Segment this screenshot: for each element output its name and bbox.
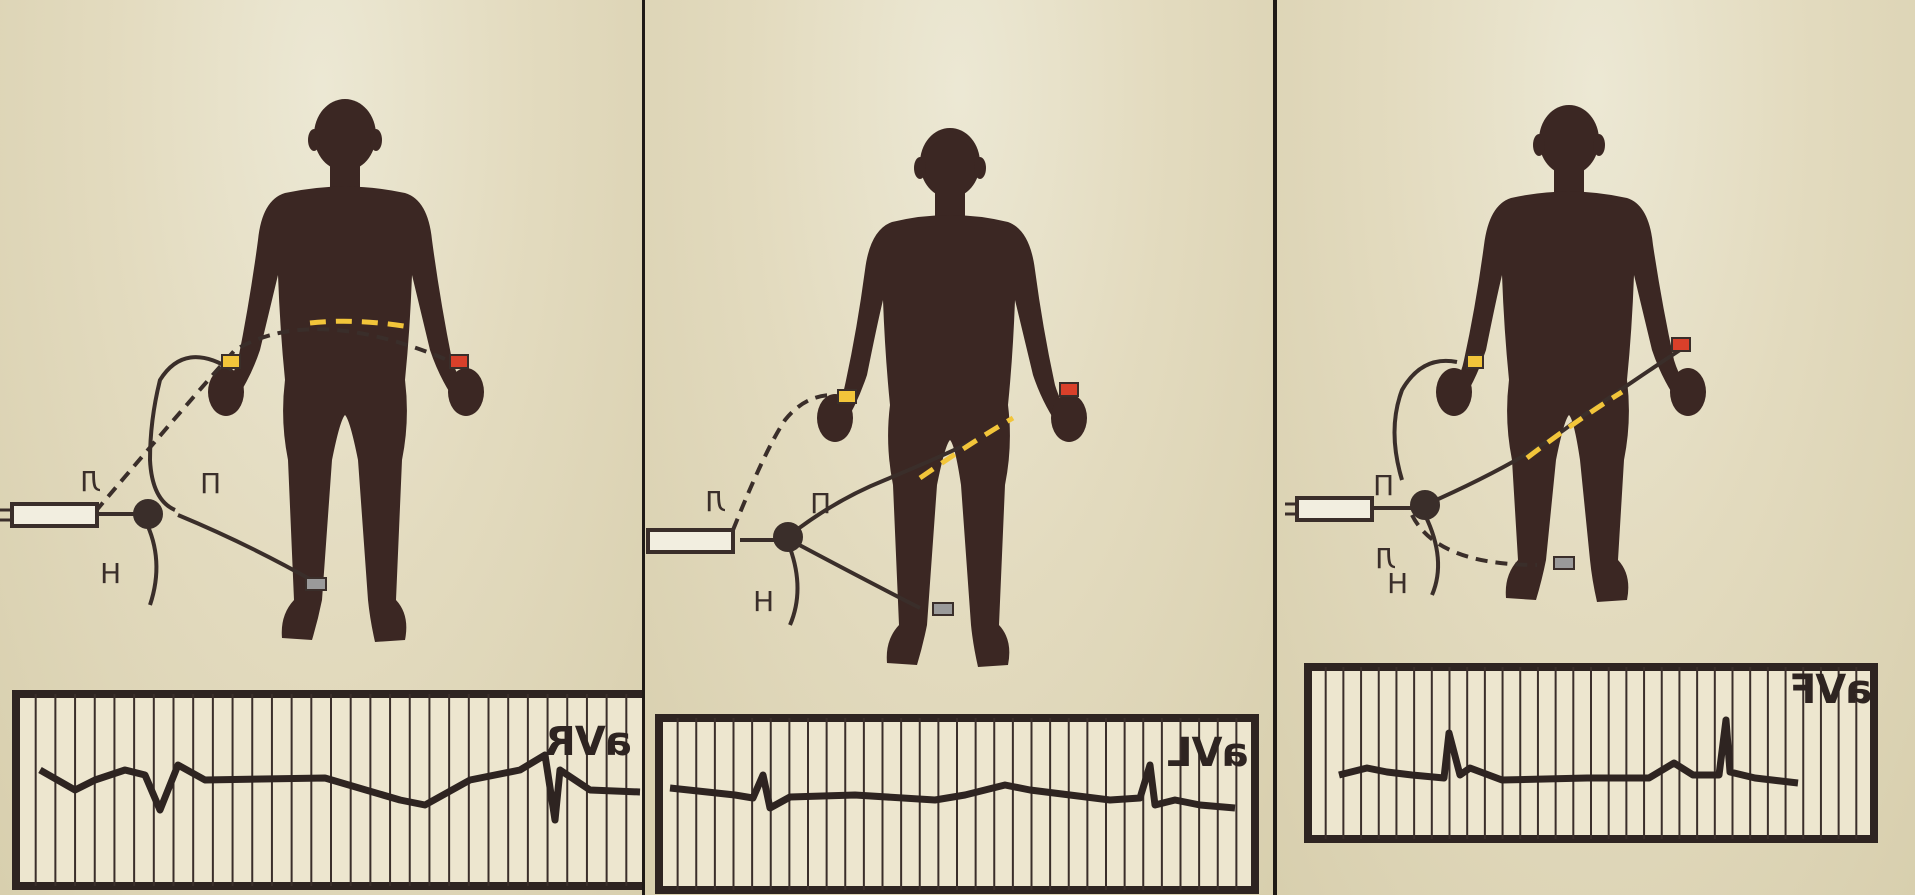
wire-letter-right: П (810, 490, 831, 518)
wire-letter-right: П (1373, 472, 1394, 500)
right-wrist-electrode (222, 355, 240, 368)
junction-node (1411, 491, 1439, 519)
left-wrist-electrode (1060, 383, 1078, 396)
connector-plug (648, 530, 733, 552)
avf-figure (1277, 0, 1915, 895)
lead-label-avf: aVF (1790, 670, 1872, 710)
connector-plug (1285, 498, 1372, 520)
wires (95, 329, 470, 605)
body-silhouette (817, 128, 1087, 667)
connector-plug (0, 504, 97, 526)
junction-node (134, 500, 162, 528)
junction-node (774, 523, 802, 551)
panel-avf: aVF П Л Н (1277, 0, 1915, 895)
wire-letter-foot: Н (753, 588, 774, 616)
body-silhouette (1436, 105, 1706, 602)
left-wrist-electrode (450, 355, 468, 368)
wire-letter-foot: Н (100, 560, 121, 588)
ground-wire (145, 520, 156, 605)
panel-avl: aVL Л П Н (645, 0, 1273, 895)
panel-avr: aVR Л П Н (0, 0, 642, 895)
ankle-electrode (1554, 557, 1574, 569)
wire-letter-left: Л (80, 468, 101, 496)
wire-letter-foot: Н (1387, 570, 1408, 598)
ground-wire (790, 548, 798, 625)
wire-letter-right: П (200, 470, 221, 498)
right-wrist-electrode (838, 390, 856, 403)
wire-letter-left: Л (705, 488, 726, 516)
left-wrist-electrode (1672, 338, 1690, 351)
ecg-strip-avl (659, 718, 1255, 890)
panel-seam (1273, 0, 1277, 895)
right-wrist-electrode (1467, 355, 1483, 368)
panel-seam (642, 0, 645, 895)
ankle-electrode (306, 578, 326, 590)
body-silhouette (208, 99, 484, 642)
ground-wire (1425, 515, 1438, 595)
lead-label-avl: aVL (1168, 733, 1248, 773)
lead-label-avr: aVR (546, 722, 632, 762)
ankle-electrode (933, 603, 953, 615)
